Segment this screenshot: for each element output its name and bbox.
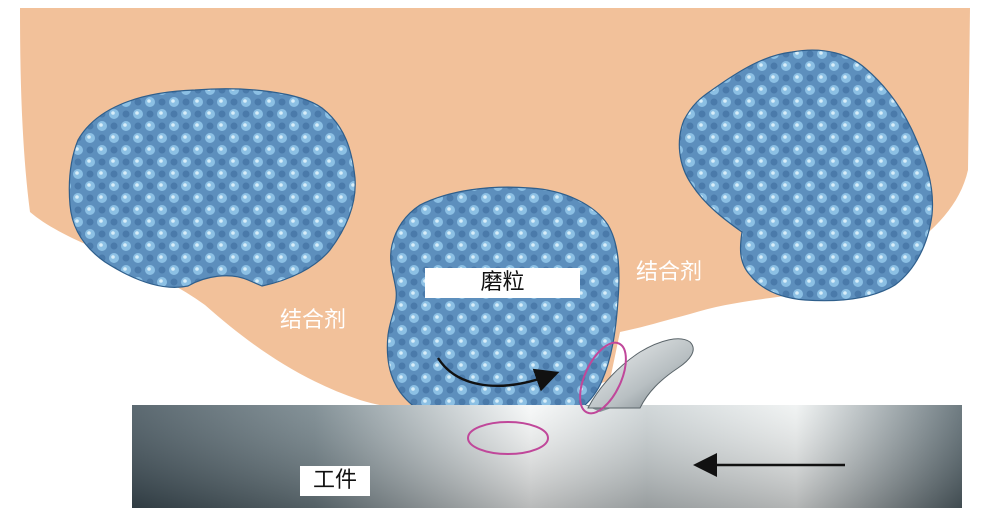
abrasive-grain-center (386, 186, 620, 437)
bond-label-right: 结合剂 (636, 260, 703, 285)
abrasive-grain-right (678, 49, 934, 302)
bond-label-left: 结合剂 (280, 308, 347, 333)
grain-label: 磨粒 (425, 268, 580, 298)
abrasive-grain-left (68, 88, 356, 288)
workpiece-label: 工件 (300, 466, 370, 496)
workpiece-shading (132, 405, 962, 508)
contact-highlight-bottom (467, 421, 549, 455)
contact-highlight-chip (579, 341, 627, 415)
chip (587, 338, 694, 409)
curved-arrow-icon (436, 357, 560, 392)
